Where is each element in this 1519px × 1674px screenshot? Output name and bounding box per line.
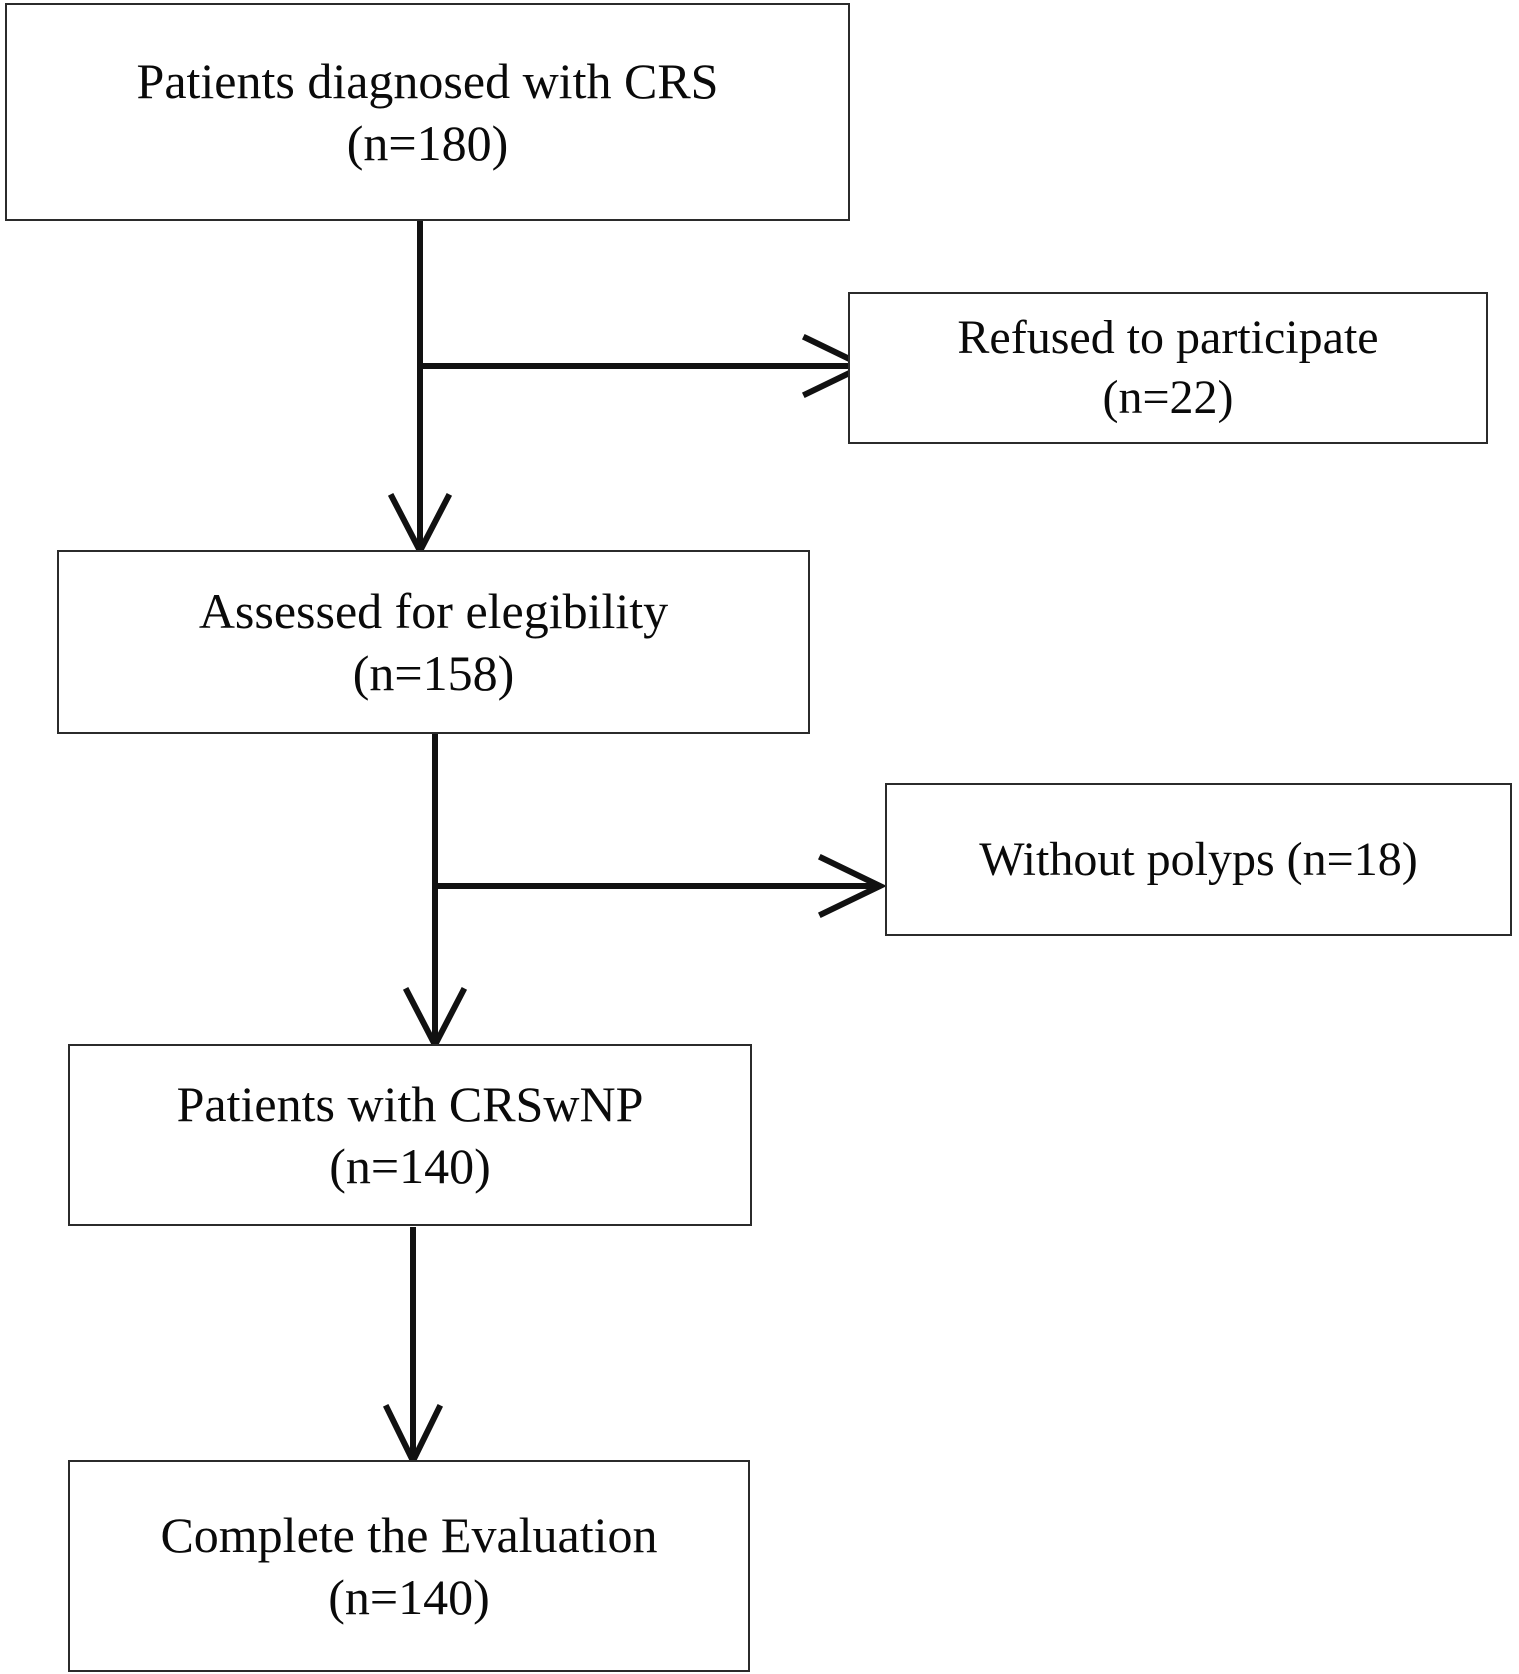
node-assessed-line1: Assessed for elegibility — [198, 583, 669, 639]
node-assessed-count: (n=158) — [352, 645, 515, 701]
node-nopolyps-line1: Without polyps (n=18) — [979, 832, 1418, 886]
node-complete-the-evaluation: Complete the Evaluation (n=140) — [68, 1460, 750, 1672]
node-crs-line1: Patients diagnosed with CRS — [136, 53, 719, 109]
node-without-polyps: Without polyps (n=18) — [885, 783, 1512, 936]
connector-crswnp-to-complete — [382, 1227, 444, 1468]
connector-assessed-to-crswnp — [402, 734, 468, 1052]
node-complete-line1: Complete the Evaluation — [160, 1507, 658, 1563]
node-patients-with-crswnp: Patients with CRSwNP (n=140) — [68, 1044, 752, 1226]
node-crswnp-line1: Patients with CRSwNP — [176, 1076, 644, 1132]
node-refused-count: (n=22) — [1102, 371, 1234, 424]
node-crs-count: (n=180) — [346, 115, 509, 171]
node-assessed-for-elegibility: Assessed for elegibility (n=158) — [57, 550, 810, 734]
connector-assessed-to-nopolyps — [435, 853, 887, 919]
node-refused-to-participate: Refused to participate (n=22) — [848, 292, 1488, 444]
node-crswnp-count: (n=140) — [329, 1138, 491, 1194]
connector-crs-to-assessed — [387, 221, 453, 558]
node-complete-count: (n=140) — [328, 1569, 490, 1625]
node-refused-line1: Refused to participate — [957, 311, 1379, 365]
node-patients-diagnosed-with-crs: Patients diagnosed with CRS (n=180) — [5, 3, 850, 221]
connector-crs-to-refused — [420, 333, 871, 399]
